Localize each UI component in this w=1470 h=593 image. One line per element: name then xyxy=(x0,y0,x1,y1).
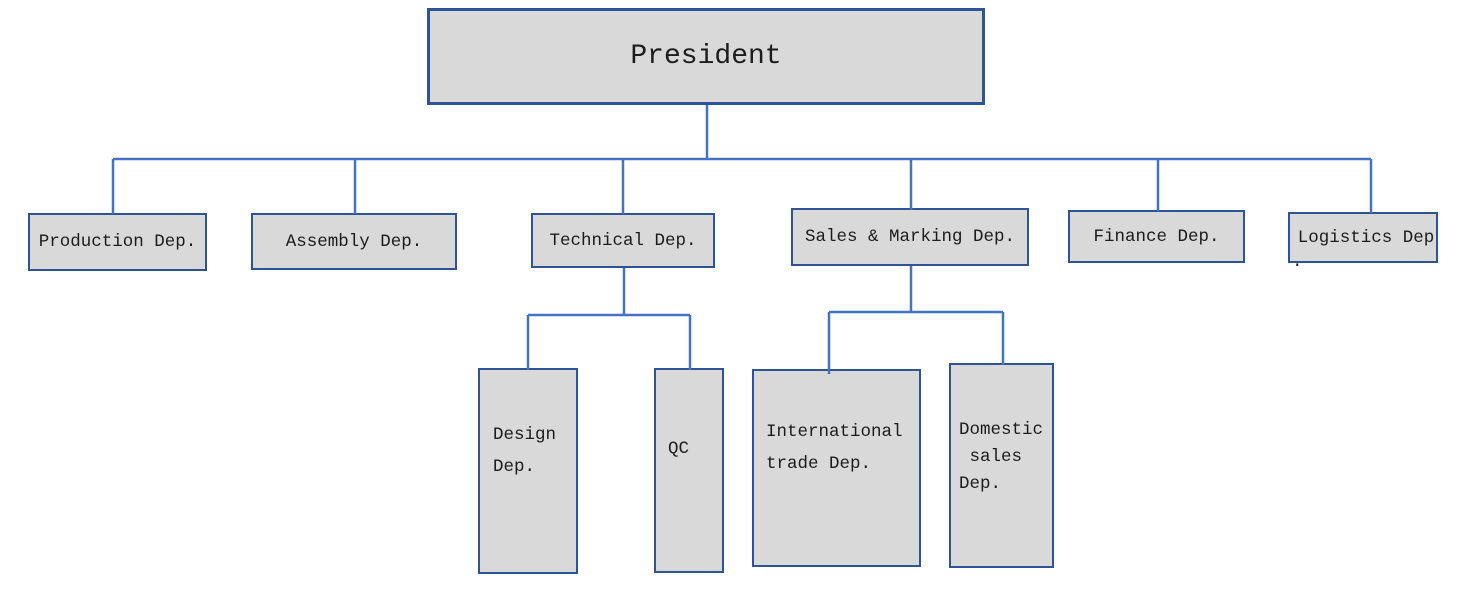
org-box-finance-dep-label: Finance Dep. xyxy=(1093,226,1220,247)
org-box-international-trade-dep: International trade Dep. xyxy=(752,369,921,567)
org-box-domestic-sales-dep: Domestic sales Dep. xyxy=(949,363,1054,568)
org-box-president: President xyxy=(427,8,985,105)
org-box-technical-dep: Technical Dep. xyxy=(531,213,715,268)
org-box-logistics-dep: Logistics Dep xyxy=(1288,212,1438,263)
org-box-design-dep-label: Design Dep. xyxy=(493,425,557,477)
org-box-international-trade-dep-label: International trade Dep. xyxy=(766,422,903,474)
org-box-production-dep-label: Production Dep. xyxy=(38,232,197,252)
org-box-assembly-dep-label: Assembly Dep. xyxy=(285,231,423,252)
org-box-technical-dep-label: Technical Dep. xyxy=(549,230,697,251)
org-box-production-dep: Production Dep. xyxy=(28,213,207,271)
org-box-logistics-dep-label: Logistics Dep xyxy=(1297,227,1435,248)
org-box-finance-dep: Finance Dep. xyxy=(1068,210,1245,263)
org-box-design-dep: Design Dep. xyxy=(478,368,578,574)
org-box-qc-label: QC xyxy=(668,439,690,459)
org-box-president-label: President xyxy=(630,41,782,72)
org-box-sales-marking-dep: Sales & Marking Dep. xyxy=(791,208,1029,266)
org-box-assembly-dep: Assembly Dep. xyxy=(251,213,457,270)
logistics-wrapped-period: . xyxy=(1292,252,1303,272)
org-box-domestic-sales-dep-label: Domestic sales Dep. xyxy=(959,420,1044,495)
org-box-sales-marking-dep-label: Sales & Marking Dep. xyxy=(804,227,1016,247)
org-box-qc: QC xyxy=(654,368,724,573)
